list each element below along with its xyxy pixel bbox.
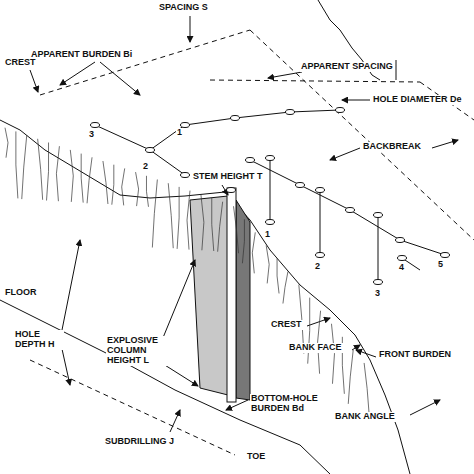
rock-hatch (187, 191, 190, 250)
blast-hole (316, 253, 325, 258)
rock-hatch (47, 143, 49, 201)
rock-hatch (331, 324, 334, 384)
part-label: EXPLOSIVE COLUMN HEIGHT L (106, 336, 170, 366)
part-label: HOLE DEPTH H (14, 330, 64, 350)
blast-hole (316, 188, 325, 193)
part-label: BANK ANGLE (334, 412, 396, 422)
rock-hatch (122, 168, 125, 205)
blast-hole (296, 183, 305, 188)
delay-number: 4 (398, 263, 405, 273)
rock-hatch (56, 146, 59, 201)
rock-hatch (266, 245, 269, 283)
blast-hole (181, 173, 190, 178)
part-label: BANK FACE (288, 343, 343, 353)
blast-hole (181, 123, 190, 128)
rock-hatch (218, 202, 223, 252)
part-label: SUBDRILLING J (104, 437, 175, 447)
part-label: FRONT BURDEN (378, 350, 452, 360)
rock-hatch (70, 150, 73, 202)
blast-hole (396, 238, 405, 243)
blast-hole (336, 108, 345, 113)
blast-hole (231, 116, 240, 121)
blast-hole (441, 253, 450, 258)
part-label: APPARENT BURDEN Bi (30, 50, 133, 60)
rock-hatch (146, 176, 148, 207)
blast-hole (346, 208, 355, 213)
delay-number: 1 (176, 128, 183, 138)
delay-number: 5 (437, 260, 444, 270)
rock-hatch (5, 128, 8, 158)
part-label: BOTTOM-HOLE BURDEN Bd (250, 394, 324, 414)
rock-hatch (234, 206, 239, 253)
part-label: FLOOR (4, 288, 38, 298)
rock-hatch (22, 135, 27, 199)
rock-hatch (177, 187, 179, 249)
delay-number: 2 (314, 262, 321, 272)
rock-hatch (364, 363, 369, 414)
rock-hatch (277, 258, 279, 293)
part-label: BACKBREAK (362, 142, 422, 152)
part-label: APPARENT SPACING (300, 62, 394, 72)
part-label: STEM HEIGHT T (192, 172, 264, 182)
rock-hatch (168, 183, 173, 248)
blast-hole (374, 280, 383, 285)
rock-hatch (16, 131, 18, 198)
part-label: CREST (4, 58, 37, 68)
blast-hole (146, 148, 155, 153)
part-label: HOLE DIAMETER De (372, 95, 463, 105)
rock-hatch (38, 139, 43, 200)
rock-hatch (81, 154, 83, 203)
rock-hatch (348, 350, 353, 404)
rock-hatch (152, 180, 157, 248)
part-label: CREST (270, 320, 303, 330)
blast-hole (374, 213, 383, 218)
rock-hatch (308, 298, 310, 364)
rock-hatch (112, 165, 114, 205)
delay-number: 1 (264, 230, 271, 240)
delay-number: 3 (374, 289, 381, 299)
blast-hole (91, 123, 100, 128)
rock-hatch (252, 232, 255, 273)
rock-hatch (201, 194, 204, 250)
rock-hatch (136, 172, 139, 206)
rock-hatch (103, 161, 108, 204)
delay-number: 3 (88, 130, 95, 140)
rock-hatch (212, 198, 214, 251)
blast-hole (398, 256, 407, 261)
blast-hole (266, 156, 275, 161)
part-label: SPACING S (158, 3, 209, 13)
blast-hole (227, 188, 236, 193)
rock-hatch (87, 157, 92, 203)
blast-hole (246, 158, 255, 163)
blast-hole (266, 220, 275, 225)
rock-hatch (283, 272, 288, 304)
blast-hole (286, 110, 295, 115)
rock-hatch (342, 337, 344, 394)
delay-number: 2 (142, 162, 149, 172)
part-label: TOE (246, 452, 266, 462)
rock-hatch (242, 219, 244, 263)
